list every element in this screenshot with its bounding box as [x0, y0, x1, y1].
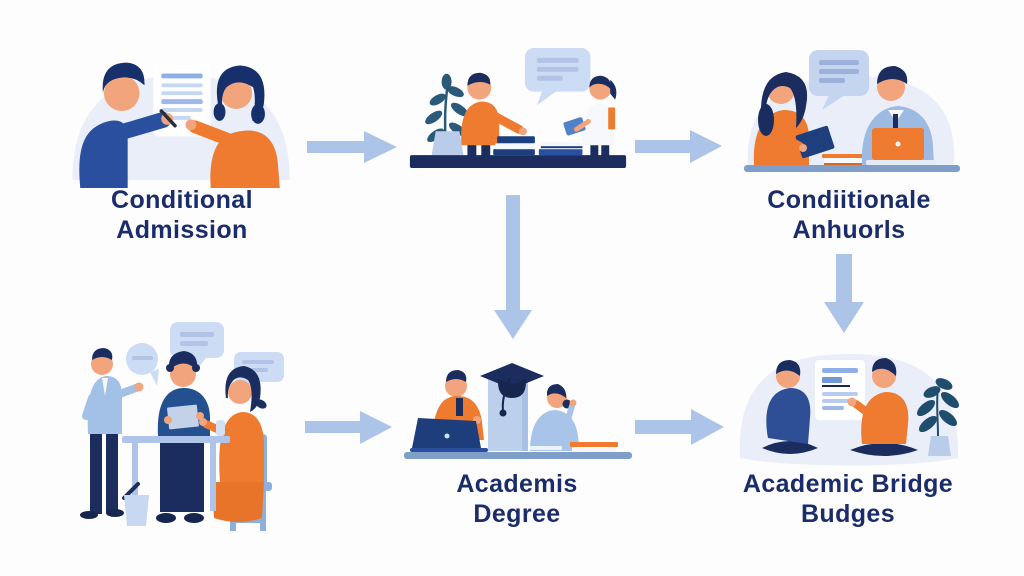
person-seated-blue: [762, 360, 818, 454]
label-academis-degree: Academis Degree: [398, 470, 636, 529]
scene-advising-meeting: [58, 312, 308, 556]
person-woman-tablet: [753, 72, 835, 165]
scene-conditional-admission: [62, 30, 300, 188]
person-standing-advisor: [80, 348, 144, 519]
desk: [744, 165, 960, 172]
person-man-blue: [79, 62, 177, 188]
scene-books-discussion: [398, 42, 636, 175]
arrow-right-icon: [635, 128, 723, 165]
scene-condiitionale-anhuorls: [732, 42, 968, 184]
person-seated-orange: [847, 358, 918, 456]
label-line: Conditional: [111, 186, 253, 214]
document-icon: [815, 360, 865, 420]
plant-icon: [425, 73, 469, 156]
person-woman-orange: [185, 65, 280, 188]
plant-icon: [916, 378, 960, 456]
graduation-cap-icon: [480, 363, 544, 417]
speech-bubble-icon: [809, 50, 869, 110]
scene-academic-bridge-budges: [732, 332, 966, 468]
person-woman-clipboard: [563, 75, 617, 158]
label-line: Academic Bridge: [742, 470, 954, 498]
label-conditional-admission: Conditional Admission: [62, 186, 302, 245]
label-line: Budges: [800, 499, 896, 528]
desk: [404, 452, 632, 459]
bucket-icon: [122, 482, 149, 526]
speech-bubble-icon: [524, 48, 591, 106]
arrow-right-icon: [307, 130, 398, 164]
person-seated-woman: [199, 366, 267, 522]
arrow-down-icon: [493, 195, 533, 340]
books-icon: [493, 136, 583, 156]
speech-bubble-icon: [170, 322, 224, 370]
book-icon: [822, 154, 864, 165]
label-line: Anhuorls: [792, 215, 906, 244]
document-icon: [153, 63, 211, 137]
arrow-right-icon: [305, 410, 393, 445]
arrow-right-icon: [635, 407, 725, 447]
scene-academis-degree: [402, 348, 634, 466]
platform-table: [409, 155, 627, 168]
laptop-icon: [866, 128, 936, 165]
label-condiitionale-anhuorls: Condiitionale Anhuorls: [726, 186, 972, 245]
label-academic-bridge-budges: Academic Bridge Budges: [712, 470, 984, 529]
table-icon: [122, 420, 230, 511]
laptop-icon: [410, 418, 488, 452]
label-line: Condiitionale: [767, 186, 931, 214]
label-line: Academis: [456, 470, 578, 498]
label-line: Admission: [116, 215, 248, 244]
speech-bubble-round-icon: [126, 343, 159, 386]
label-line: Degree: [473, 499, 561, 528]
person-student-writing: [530, 384, 580, 451]
person-man-orange: [461, 72, 527, 158]
arrow-down-icon: [823, 254, 865, 334]
person-seated-student: [156, 351, 210, 523]
